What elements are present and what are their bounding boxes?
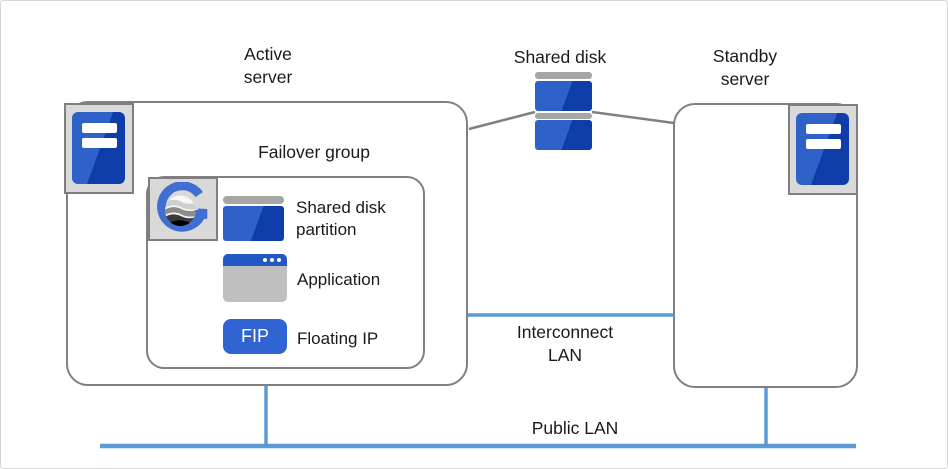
disk-partition-icon (223, 196, 284, 241)
server-slot-bar (82, 138, 117, 148)
shared-disk-icon (535, 72, 592, 150)
public-lan-label: Public LAN (531, 418, 619, 438)
active-server-label: Active server (243, 44, 293, 87)
server-slot-bar (806, 124, 841, 134)
disk-cap (535, 113, 592, 119)
cluster-logo-plate (148, 177, 218, 241)
window-dot (263, 258, 267, 262)
disk-platter (535, 81, 592, 111)
floating-ip-badge: FIP (223, 319, 287, 354)
cluster-logo-icon (157, 182, 208, 232)
server-tower-shape (796, 113, 849, 185)
server-slot-bar (82, 123, 117, 133)
standby-server-icon (788, 104, 858, 195)
application-window-icon (223, 254, 287, 302)
disk-partition-label: Shared disk partition (296, 198, 386, 239)
disk-cap (223, 196, 284, 204)
disk-platter (223, 206, 284, 241)
window-titlebar (223, 254, 287, 266)
failover-group-label: Failover group (258, 142, 370, 162)
floating-ip-label: Floating IP (297, 329, 379, 348)
logo-g-shape (157, 182, 208, 232)
disk-cap (535, 72, 592, 79)
link-active-to-shared-disk (468, 110, 536, 131)
window-dot (277, 258, 281, 262)
link-shared-disk-to-standby (591, 110, 675, 125)
disk-platter (535, 120, 592, 150)
shared-disk-label: Shared disk (513, 47, 607, 67)
application-label: Application (297, 270, 381, 289)
interconnect-lan-label: Interconnect LAN (516, 322, 614, 365)
window-dot (270, 258, 274, 262)
standby-server-label: Standby server (712, 46, 778, 89)
active-server-icon (64, 103, 134, 194)
server-slot-bar (806, 139, 841, 149)
server-tower-shape (72, 112, 125, 184)
